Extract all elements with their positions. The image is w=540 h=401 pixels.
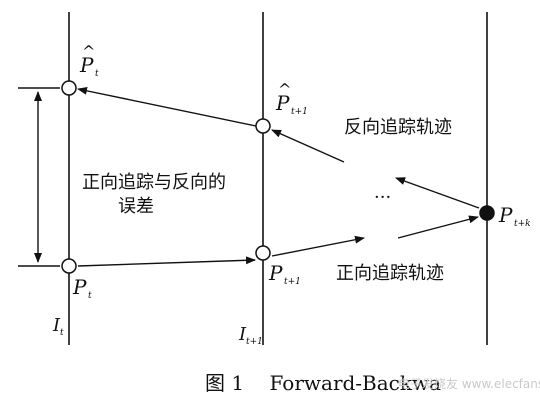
label-p-t1-sub: t+1: [284, 277, 301, 287]
forward-arrow-3: [397, 215, 479, 239]
forward-arrow-2: [271, 235, 365, 257]
label-p-hat-t-hat: ^: [82, 42, 95, 61]
backward-label: 反向追踪轨迹: [344, 117, 452, 138]
backward-arrow-3: [395, 177, 480, 209]
error-label-line1: 正向追踪与反向的: [82, 172, 226, 193]
label-p-tk-sub: t+k: [514, 219, 531, 229]
label-p-hat-t1-hat: ^: [278, 80, 291, 99]
frame-label-t1-sub: t+1: [246, 337, 263, 347]
label-p-hat-t1-sub: t+1: [291, 107, 308, 117]
label-p-tk: P: [498, 203, 513, 227]
label-p-hat-t: P: [79, 53, 94, 77]
frame-label-t1: I: [238, 324, 247, 345]
frame-label-t: I: [52, 315, 61, 336]
backward-arrow-1: [77, 86, 257, 127]
ellipsis: ···: [374, 187, 391, 208]
point-p-tk: [479, 205, 495, 221]
forward-label: 正向追踪轨迹: [336, 263, 444, 284]
label-p-hat-t1: P: [275, 91, 290, 115]
watermark: 电子发烧友 www.elecfans.com: [398, 376, 540, 391]
backward-arrow-2: [271, 129, 345, 163]
label-p-t: P: [72, 275, 87, 299]
point-p-hat-t: [61, 80, 77, 96]
point-p-t: [61, 258, 77, 274]
point-p-hat-t1: [255, 118, 271, 134]
label-p-hat-t-sub: t: [95, 69, 99, 79]
label-p-t1: P: [268, 261, 283, 285]
point-p-t1: [255, 245, 271, 261]
forward-arrow-1: [77, 256, 256, 267]
frame-label-t-sub: t: [60, 328, 64, 338]
error-label-line2: 误差: [118, 196, 154, 217]
figure-caption: 图 1 Forward-Backwa: [205, 371, 441, 395]
label-p-t-sub: t: [88, 291, 92, 301]
